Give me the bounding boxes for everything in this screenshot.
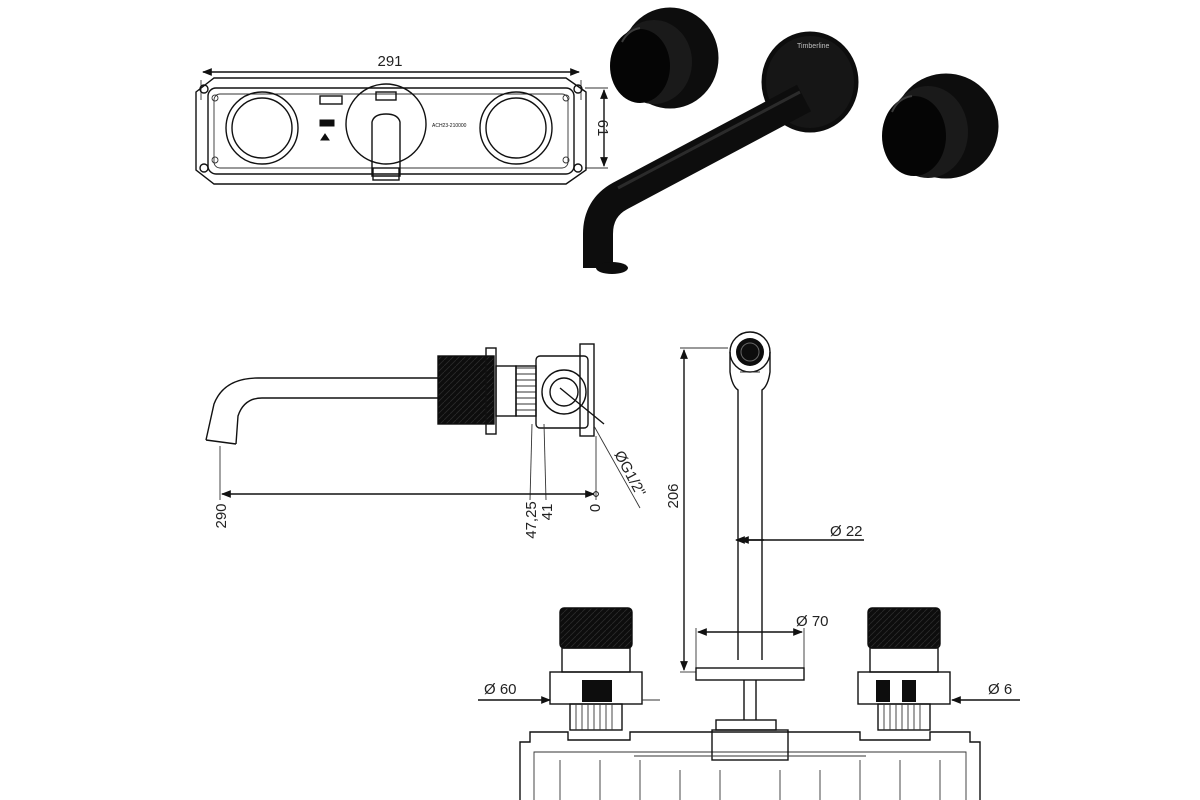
section-in-wall-body	[519, 729, 981, 800]
section-left-handle	[549, 607, 643, 731]
side-origin-label: 0	[587, 504, 604, 512]
mounting-screws	[199, 84, 583, 173]
front-left-valve	[225, 91, 299, 165]
side-knurled-nut	[437, 355, 495, 425]
side-view: 290 47,25 41 0 ØG1/2"	[205, 343, 649, 539]
front-height-label: 61	[594, 120, 611, 137]
section-spout	[729, 331, 771, 660]
front-width-dimension: 291	[200, 53, 582, 100]
side-offset-label-2: 41	[539, 504, 556, 521]
side-projection-label: 290	[213, 503, 230, 528]
section-height-label: 206	[665, 483, 682, 508]
plate-text: ACH23-210000	[432, 123, 467, 129]
front-width-label: 291	[377, 53, 402, 70]
front-right-valve	[479, 91, 553, 165]
section-right-handle-diameter-label: Ø 6	[988, 681, 1012, 698]
left-handle-render	[610, 7, 719, 109]
front-height-dimension: 61	[585, 87, 611, 169]
section-rosette-diameter-label: Ø 70	[796, 613, 829, 630]
section-spout-diameter-label: Ø 22	[830, 523, 863, 540]
section-right-handle	[857, 607, 951, 731]
product-render: Timberline	[583, 7, 999, 274]
section-left-handle-diameter-label: Ø 60	[484, 681, 517, 698]
right-handle-render	[882, 73, 999, 179]
brand-mark: Timberline	[797, 43, 830, 50]
front-center-spout: ACH23-210000	[319, 83, 467, 181]
spout-render: Timberline	[583, 31, 859, 274]
side-offset-label-1: 47,25	[523, 501, 540, 539]
section-view: 206 Ø 22 Ø 70 Ø 6	[478, 331, 1020, 800]
front-view: 291 61	[195, 53, 611, 185]
side-thread-label: ØG1/2"	[610, 448, 648, 500]
